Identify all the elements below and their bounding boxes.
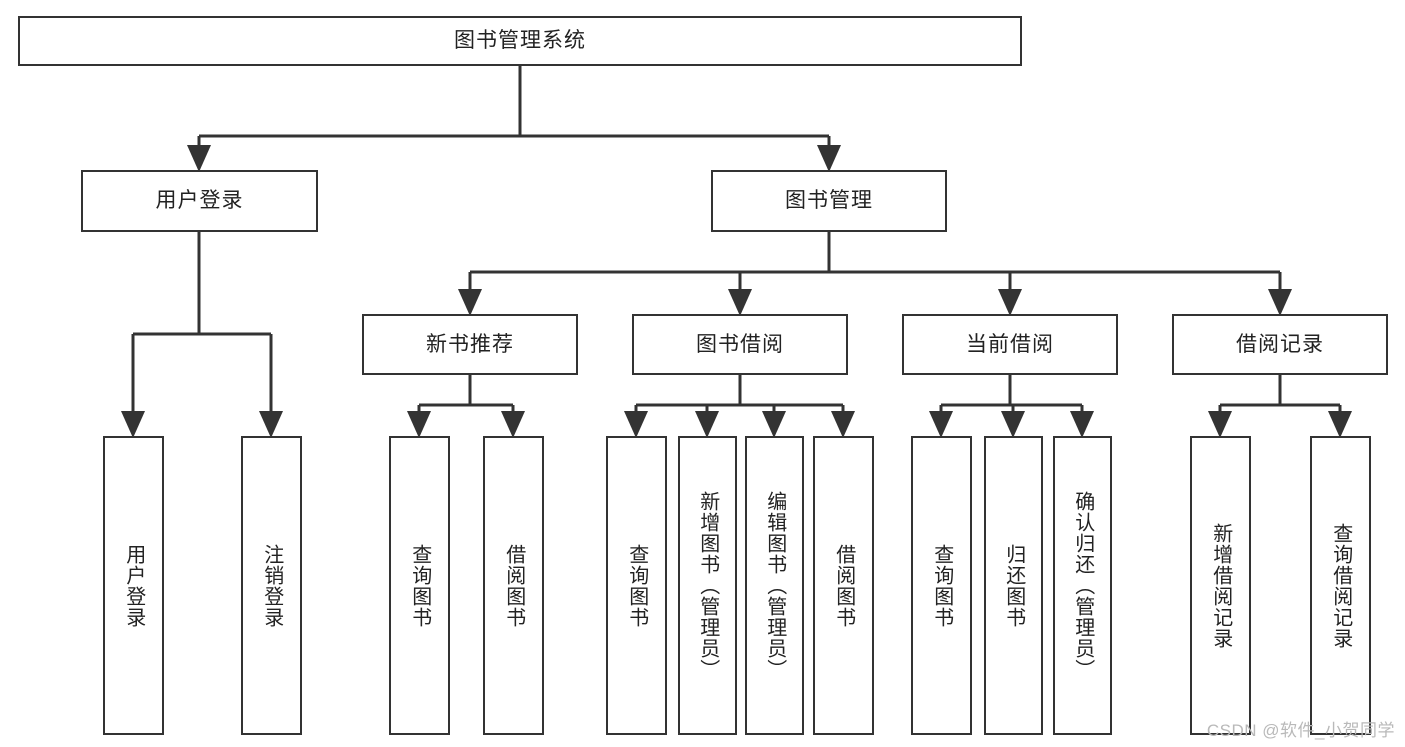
node-leaf-query-record-label: 查询借阅记录 (1329, 522, 1352, 649)
node-leaf-query-book-2-label: 查询图书 (625, 543, 648, 628)
node-leaf-user-login-label: 用户登录 (122, 543, 145, 628)
node-book-borrow-label: 图书借阅 (696, 332, 784, 356)
node-book-manage[interactable]: 图书管理 (711, 170, 947, 232)
node-leaf-query-book-3[interactable]: 查询图书 (911, 436, 972, 735)
node-leaf-query-record[interactable]: 查询借阅记录 (1310, 436, 1371, 735)
node-leaf-edit-book[interactable]: 编辑图书（管理员） (745, 436, 804, 735)
node-leaf-borrow-book-1-label: 借阅图书 (502, 543, 525, 628)
node-leaf-confirm-return[interactable]: 确认归还（管理员） (1053, 436, 1112, 735)
node-leaf-return-book[interactable]: 归还图书 (984, 436, 1043, 735)
node-current-borrow-label: 当前借阅 (966, 332, 1054, 356)
node-new-book-recommend-label: 新书推荐 (426, 332, 514, 356)
node-root-label: 图书管理系统 (454, 29, 586, 53)
node-leaf-query-book-1-label: 查询图书 (408, 543, 431, 628)
node-leaf-add-book[interactable]: 新增图书（管理员） (678, 436, 737, 735)
node-leaf-add-record-label: 新增借阅记录 (1209, 522, 1232, 649)
node-leaf-query-book-3-label: 查询图书 (930, 543, 953, 628)
node-leaf-add-record[interactable]: 新增借阅记录 (1190, 436, 1251, 735)
node-leaf-confirm-return-label: 确认归还（管理员） (1071, 491, 1094, 680)
node-leaf-user-login[interactable]: 用户登录 (103, 436, 164, 735)
node-user-login-label: 用户登录 (155, 189, 244, 213)
node-leaf-borrow-book-2[interactable]: 借阅图书 (813, 436, 874, 735)
node-leaf-borrow-book-1[interactable]: 借阅图书 (483, 436, 544, 735)
node-leaf-return-book-label: 归还图书 (1002, 543, 1025, 628)
node-leaf-query-book-2[interactable]: 查询图书 (606, 436, 667, 735)
node-user-login[interactable]: 用户登录 (81, 170, 318, 232)
node-borrow-record[interactable]: 借阅记录 (1172, 314, 1388, 375)
node-root[interactable]: 图书管理系统 (18, 16, 1022, 66)
node-leaf-user-logout-label: 注销登录 (260, 543, 283, 628)
node-new-book-recommend[interactable]: 新书推荐 (362, 314, 578, 375)
node-leaf-add-book-label: 新增图书（管理员） (696, 491, 719, 680)
node-book-manage-label: 图书管理 (785, 189, 873, 213)
node-leaf-query-book-1[interactable]: 查询图书 (389, 436, 450, 735)
node-leaf-user-logout[interactable]: 注销登录 (241, 436, 302, 735)
node-book-borrow[interactable]: 图书借阅 (632, 314, 848, 375)
node-current-borrow[interactable]: 当前借阅 (902, 314, 1118, 375)
node-leaf-borrow-book-2-label: 借阅图书 (832, 543, 855, 628)
node-leaf-edit-book-label: 编辑图书（管理员） (763, 491, 786, 680)
node-borrow-record-label: 借阅记录 (1236, 332, 1324, 356)
watermark: CSDN @软件_小贺同学 (1206, 721, 1395, 740)
